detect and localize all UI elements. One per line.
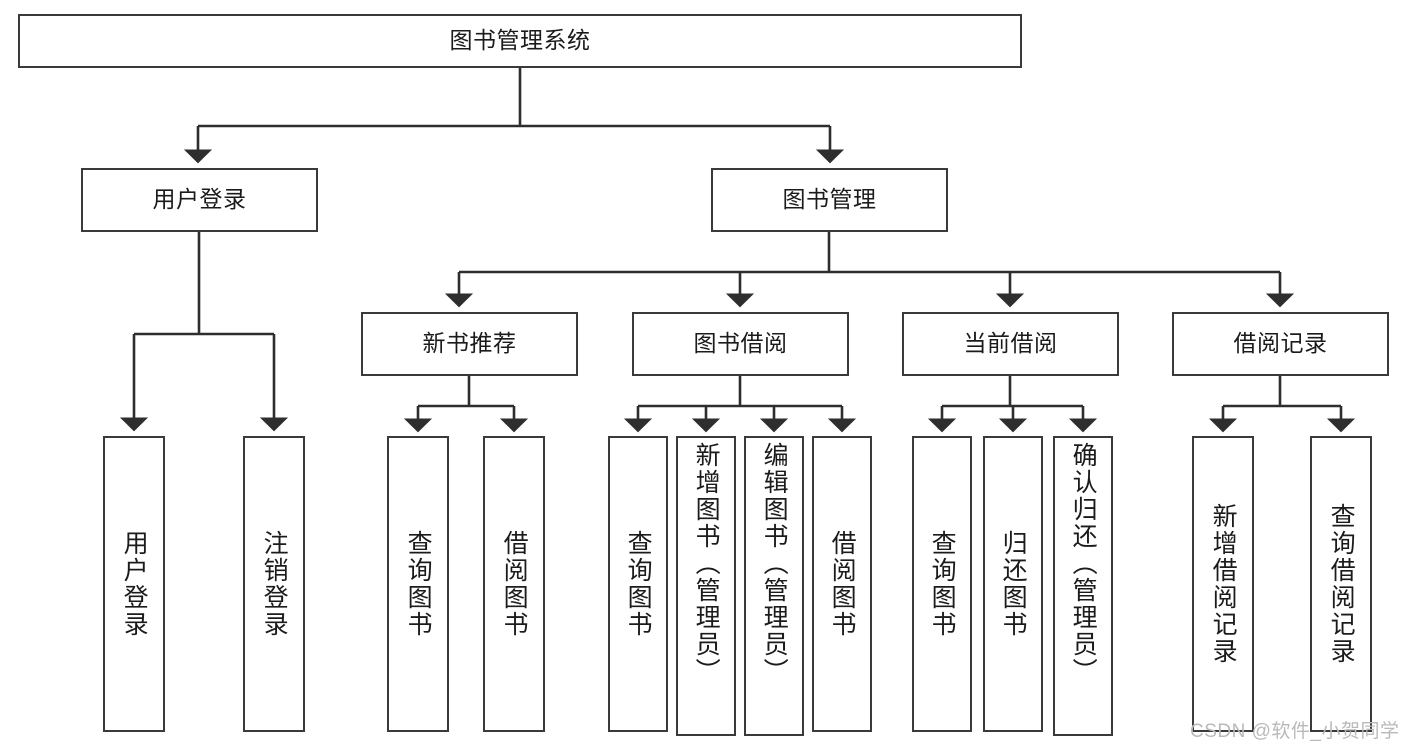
node-book-manage[interactable]: 图书管理 <box>711 168 948 232</box>
node-leaf-borrow-book-2[interactable]: 借阅图书 <box>812 436 872 732</box>
node-leaf-confirm-return-admin[interactable]: 确认归还（管理员） <box>1053 436 1113 736</box>
node-leaf-confirm-return-admin-label: 确认归还（管理员） <box>1069 442 1098 685</box>
node-leaf-borrow-book-1[interactable]: 借阅图书 <box>483 436 545 732</box>
node-leaf-add-borrow-record[interactable]: 新增借阅记录 <box>1192 436 1254 732</box>
node-leaf-query-borrow-record[interactable]: 查询借阅记录 <box>1310 436 1372 732</box>
node-leaf-query-book-1-label: 查询图书 <box>404 530 433 638</box>
node-book-borrow[interactable]: 图书借阅 <box>632 312 849 376</box>
node-borrow-record[interactable]: 借阅记录 <box>1172 312 1389 376</box>
node-user-login-label: 用户登录 <box>152 186 247 213</box>
node-leaf-user-logout-label: 注销登录 <box>260 530 289 638</box>
node-root-label: 图书管理系统 <box>449 27 591 54</box>
node-borrow-record-label: 借阅记录 <box>1233 330 1328 357</box>
node-leaf-borrow-book-2-label: 借阅图书 <box>828 530 857 638</box>
node-root[interactable]: 图书管理系统 <box>18 14 1022 68</box>
node-current-borrow[interactable]: 当前借阅 <box>902 312 1119 376</box>
node-current-borrow-label: 当前借阅 <box>963 330 1058 357</box>
node-leaf-add-book-admin[interactable]: 新增图书（管理员） <box>676 436 736 736</box>
node-leaf-query-book-1[interactable]: 查询图书 <box>387 436 449 732</box>
node-leaf-query-borrow-record-label: 查询借阅记录 <box>1327 503 1356 665</box>
node-leaf-edit-book-admin[interactable]: 编辑图书（管理员） <box>744 436 804 736</box>
node-new-book-recommend-label: 新书推荐 <box>422 330 517 357</box>
node-leaf-query-book-3-label: 查询图书 <box>928 530 957 638</box>
node-leaf-user-login-label: 用户登录 <box>120 530 149 638</box>
node-leaf-user-logout[interactable]: 注销登录 <box>243 436 305 732</box>
node-leaf-return-book[interactable]: 归还图书 <box>983 436 1043 732</box>
node-leaf-add-borrow-record-label: 新增借阅记录 <box>1209 503 1238 665</box>
node-book-manage-label: 图书管理 <box>782 186 877 213</box>
node-leaf-return-book-label: 归还图书 <box>999 530 1028 638</box>
watermark: CSDN @软件_小贺同学 <box>1190 716 1399 743</box>
node-leaf-edit-book-admin-label: 编辑图书（管理员） <box>760 442 789 685</box>
node-leaf-query-book-3[interactable]: 查询图书 <box>912 436 972 732</box>
node-leaf-add-book-admin-label: 新增图书（管理员） <box>692 442 721 685</box>
node-new-book-recommend[interactable]: 新书推荐 <box>361 312 578 376</box>
watermark-text: CSDN @软件_小贺同学 <box>1190 721 1400 742</box>
node-user-login[interactable]: 用户登录 <box>81 168 318 232</box>
node-leaf-query-book-2-label: 查询图书 <box>624 530 653 638</box>
node-leaf-borrow-book-1-label: 借阅图书 <box>500 530 529 638</box>
node-leaf-query-book-2[interactable]: 查询图书 <box>608 436 668 732</box>
node-book-borrow-label: 图书借阅 <box>693 330 788 357</box>
node-leaf-user-login[interactable]: 用户登录 <box>103 436 165 732</box>
